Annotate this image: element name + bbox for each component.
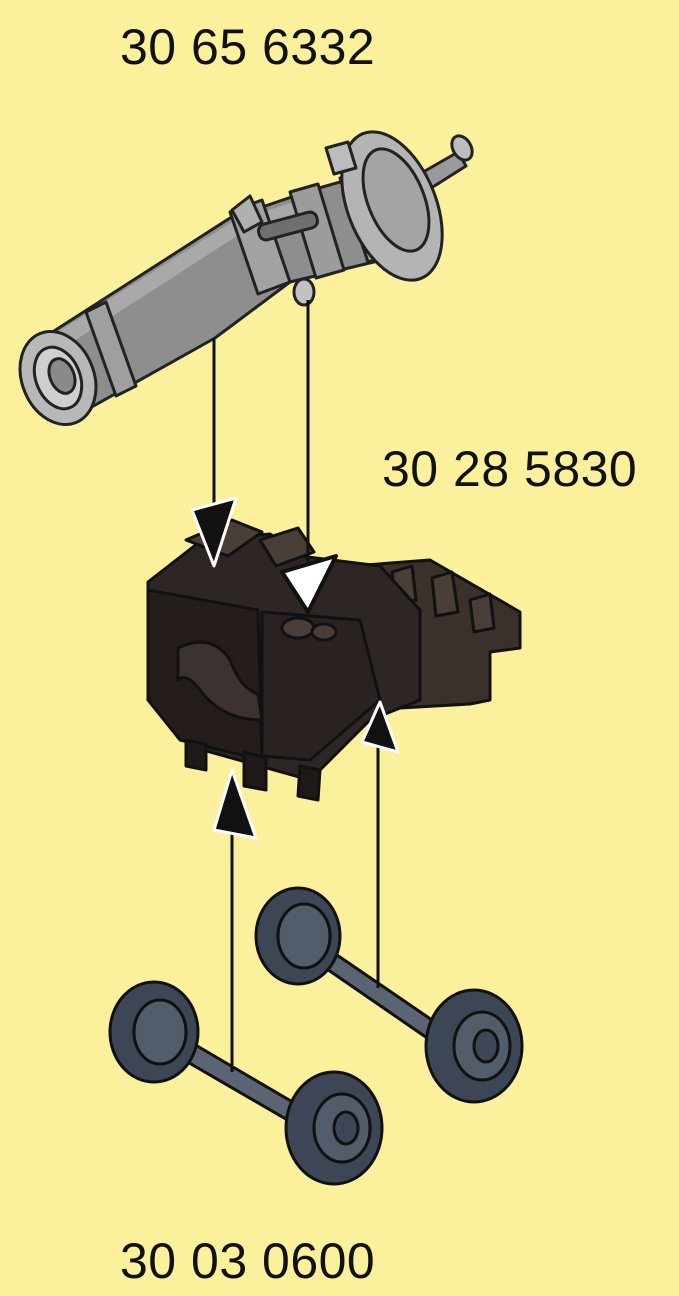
cannon-barrel — [7, 117, 477, 436]
wheel-axles — [110, 888, 522, 1184]
